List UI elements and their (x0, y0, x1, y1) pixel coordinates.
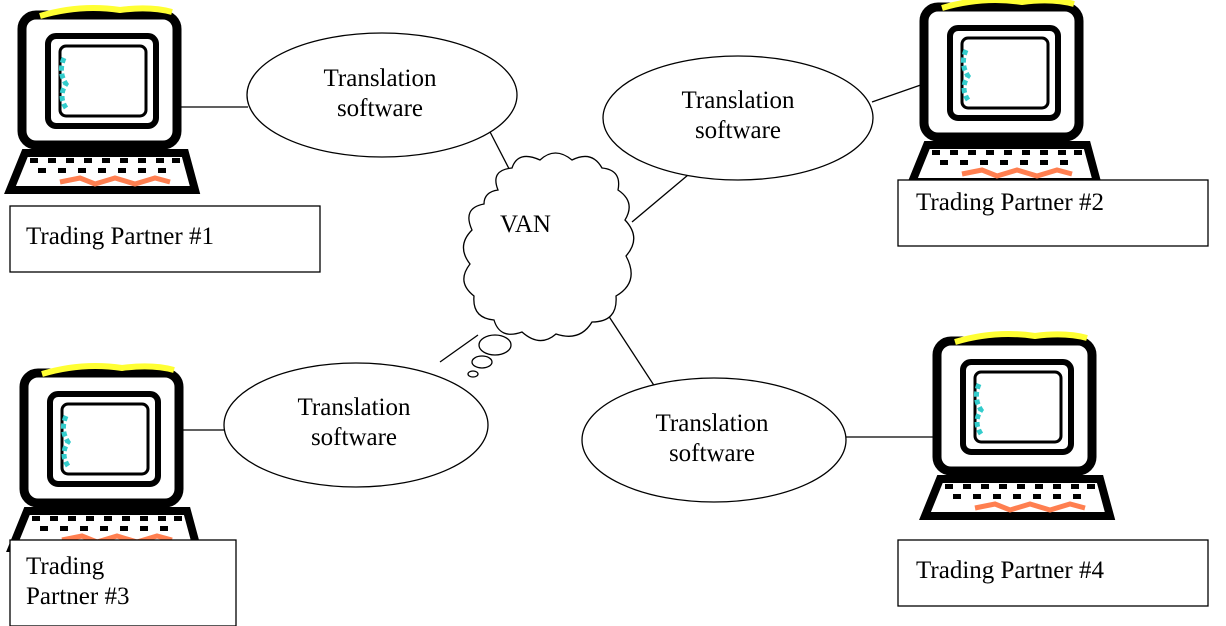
partner-box-4 (897, 539, 1209, 607)
translation-ellipse-2 (602, 55, 874, 181)
translation-label-2-line2: software (694, 117, 782, 144)
translation-label-1-line1: Translation (323, 65, 437, 92)
van-label: VAN (500, 211, 551, 238)
partner-label-3-line2: Partner #3 (26, 583, 130, 610)
translation-ellipse-4 (581, 377, 847, 503)
cloud-bubble-large (478, 334, 512, 356)
translation-label-2-line1: Translation (681, 87, 795, 114)
partner-label-2: Trading Partner #2 (916, 189, 1104, 216)
cloud-icon (462, 152, 635, 342)
translation-label-1: Translation software (290, 64, 470, 124)
translation-ellipse-3 (223, 362, 489, 488)
partner-label-3-line1: Trading (26, 553, 105, 580)
translation-label-4-line2: software (668, 440, 756, 467)
translation-label-4-line1: Translation (655, 410, 769, 437)
translation-label-2: Translation software (648, 86, 828, 146)
translation-label-3-line2: software (310, 424, 398, 451)
translation-label-3-line1: Translation (297, 394, 411, 421)
computer-icon (12, 366, 197, 548)
computer-icon (912, 0, 1097, 182)
connector-van-ellipse4 (607, 314, 658, 391)
cloud-bubble-small (467, 370, 479, 378)
computer-icon (10, 8, 195, 190)
translation-label-3: Translation software (264, 393, 444, 453)
connector-van-ellipse2 (631, 174, 689, 223)
connector-van-ellipse3 (439, 334, 479, 363)
partner-box-3 (9, 539, 237, 626)
partner-label-1: Trading Partner #1 (26, 223, 214, 250)
translation-ellipse-1 (246, 32, 518, 158)
partner-label-4: Trading Partner #4 (916, 557, 1104, 584)
partner-box-2 (897, 179, 1209, 247)
translation-label-4: Translation software (622, 409, 802, 469)
partner-label-3: Trading Partner #3 (26, 552, 129, 612)
connectors (178, 79, 942, 438)
translation-label-1-line2: software (336, 95, 424, 122)
partner-box-1 (9, 205, 321, 273)
cloud-bubble-medium (471, 355, 493, 369)
computer-icon (925, 334, 1110, 516)
